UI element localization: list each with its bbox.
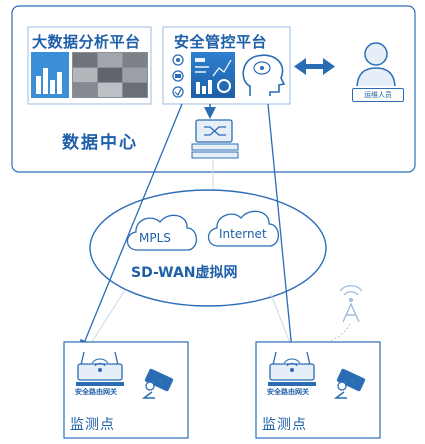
sdwan-label: SD-WAN虚拟网 xyxy=(131,265,238,281)
site-1-router-label: 安全路由网关 xyxy=(75,388,117,396)
ai-head-icon xyxy=(242,54,286,96)
bar-chart-thumbnail xyxy=(31,52,69,98)
security-platform-title: 安全管控平台 xyxy=(174,33,268,51)
internet-label: Internet xyxy=(219,227,267,241)
operator-label: 运维人员 xyxy=(352,88,404,102)
site-2-camera-icon xyxy=(333,368,366,399)
site-1-camera-icon xyxy=(141,368,174,399)
status-icons xyxy=(172,54,184,98)
data-center-label: 数据中心 xyxy=(62,133,138,153)
site-2-label: 监测点 xyxy=(262,417,307,433)
site-1-label: 监测点 xyxy=(70,417,115,433)
site1-link xyxy=(87,289,126,349)
internet-cloud-icon xyxy=(207,210,280,247)
site-2-router-label: 安全路由网关 xyxy=(267,388,309,396)
mgmt-arrow-site1 xyxy=(80,103,183,351)
mgmt-arrow-site2 xyxy=(267,103,297,353)
mpls-label: MPLS xyxy=(139,231,171,245)
bidirectional-arrow xyxy=(294,58,335,75)
site-2-router-icon xyxy=(268,351,316,386)
mpls-cloud-icon xyxy=(126,214,198,251)
wireless-tower-icon xyxy=(339,285,363,323)
site-1-router-icon xyxy=(76,351,124,386)
sdwan-ellipse xyxy=(89,189,327,307)
surveillance-photo-grid xyxy=(72,52,148,98)
dashboard-screen xyxy=(191,52,235,98)
site2-link xyxy=(269,291,293,349)
core-switch-icon xyxy=(191,119,239,159)
operator-person-icon xyxy=(356,42,396,87)
bigdata-platform-title: 大数据分析平台 xyxy=(32,33,141,51)
